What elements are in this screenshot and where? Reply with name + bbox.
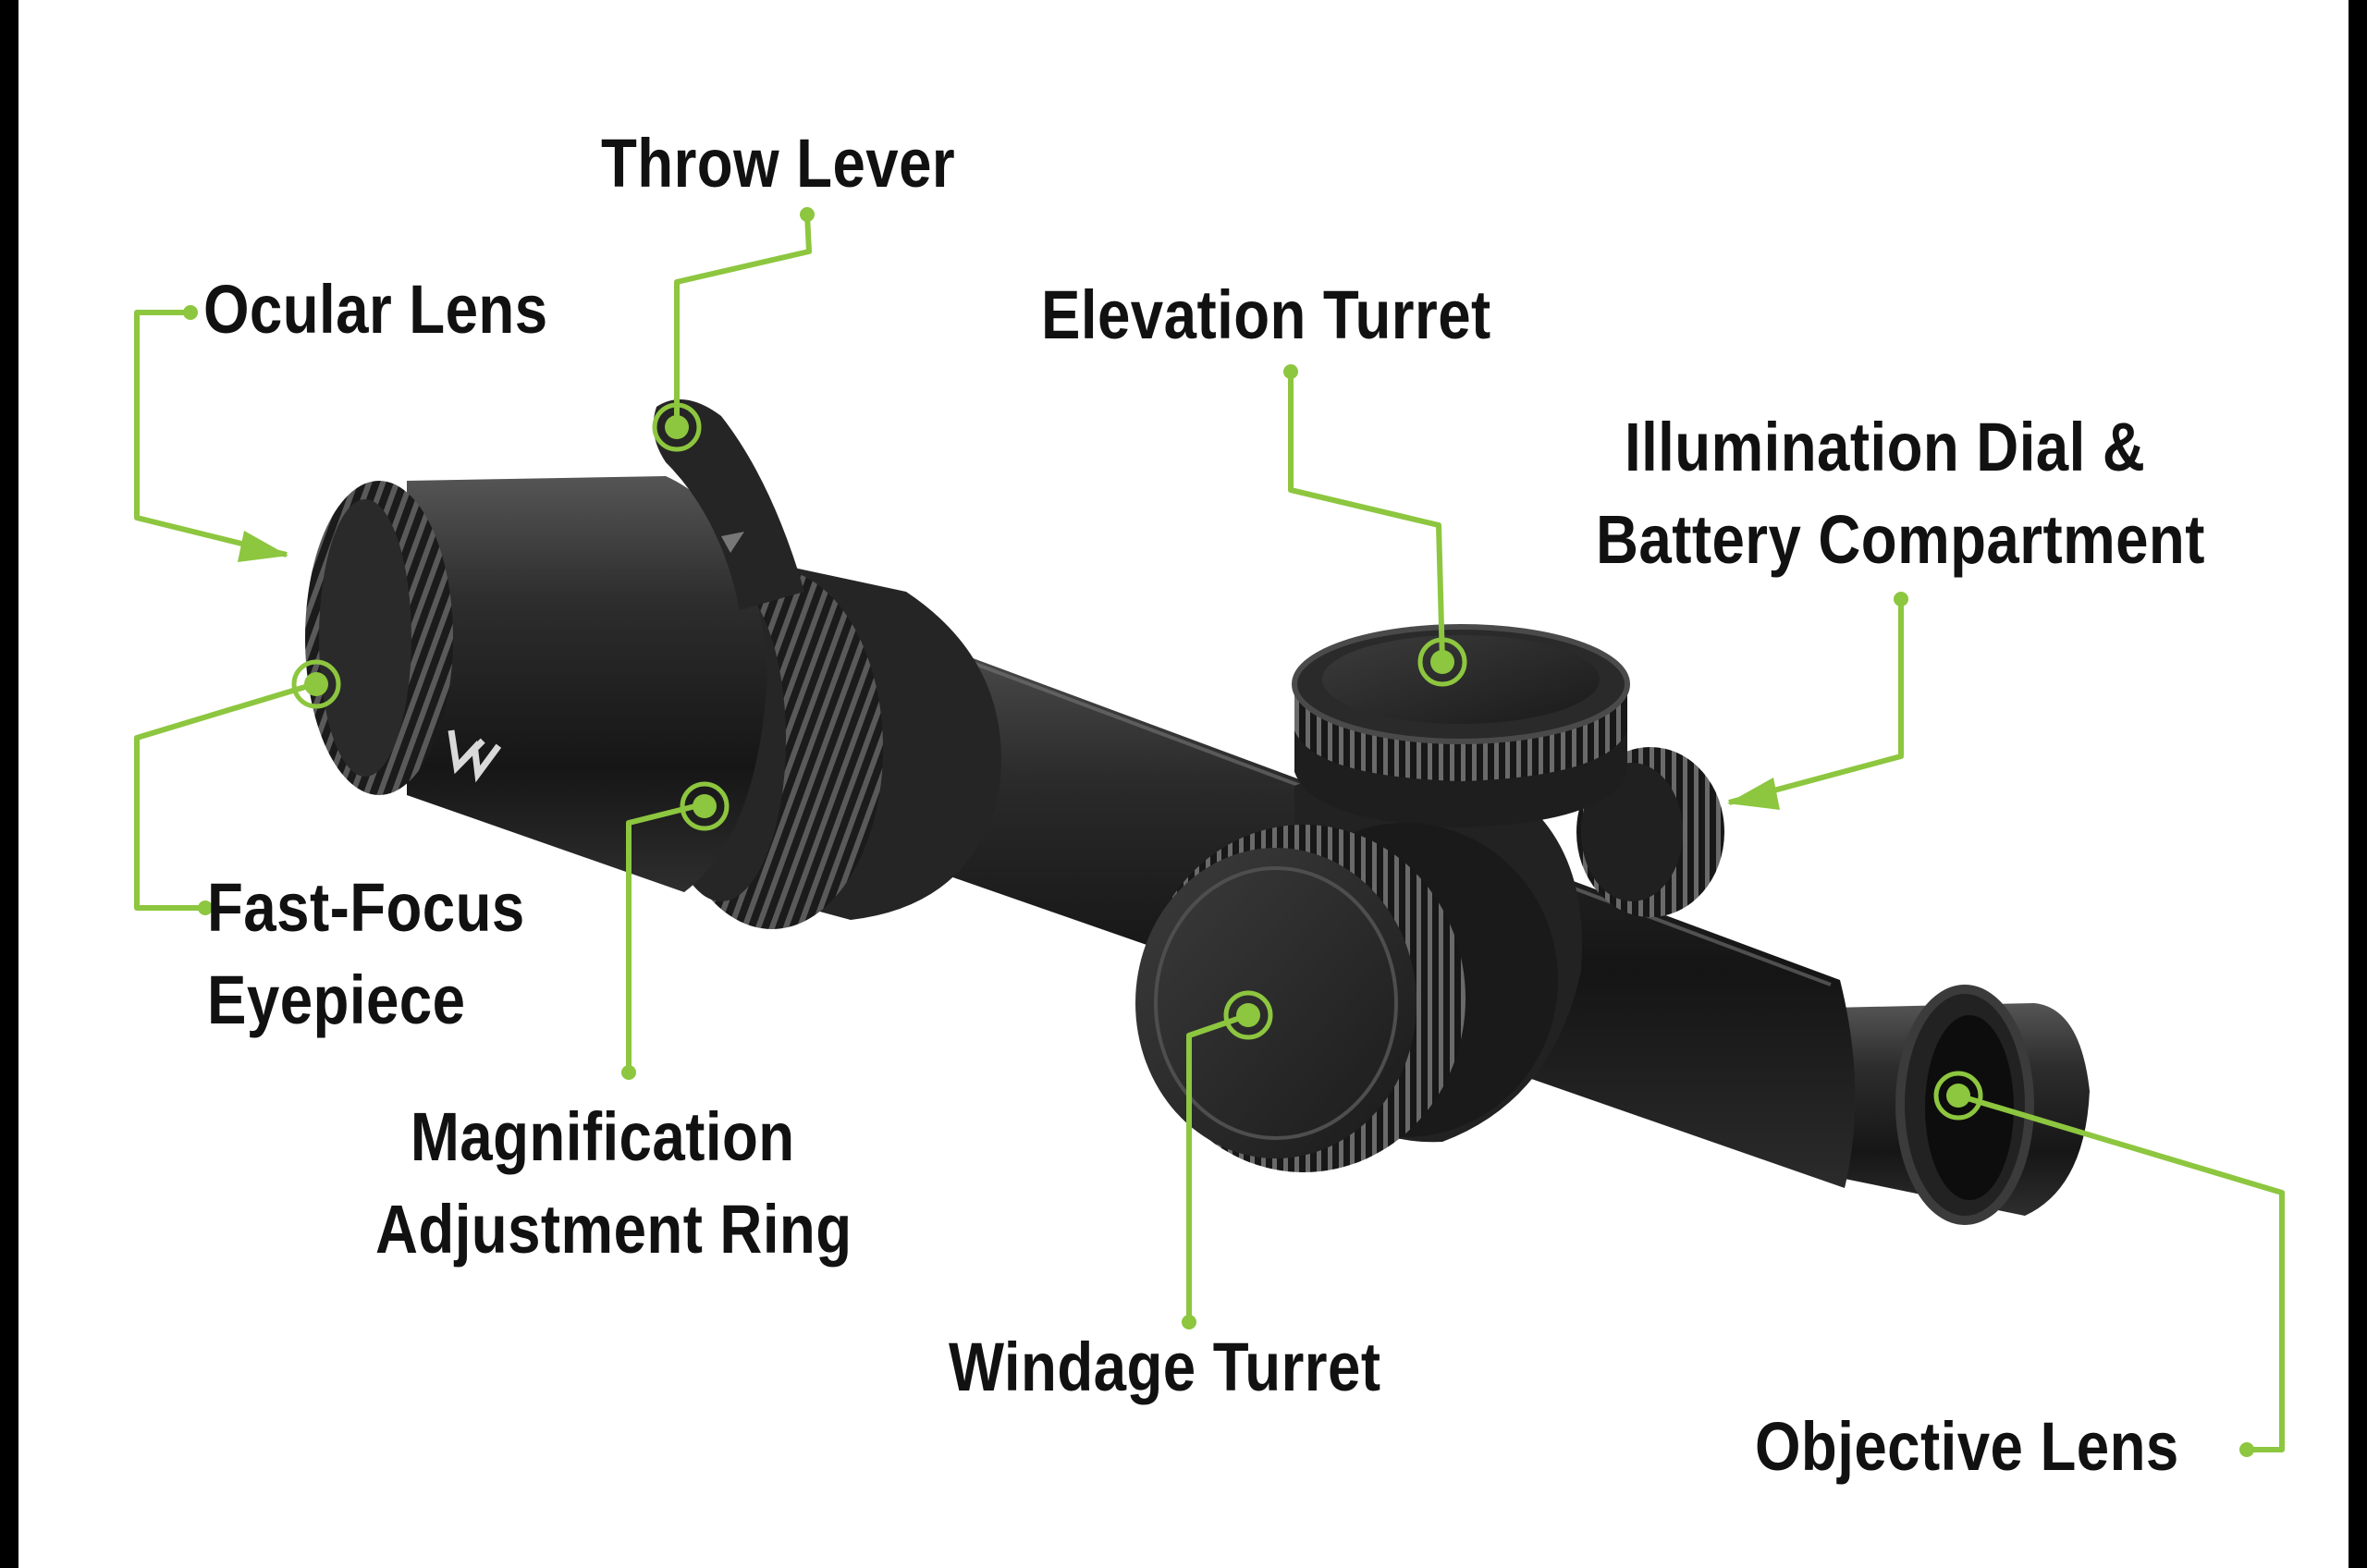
magnification-text-line2: Adjustment Ring — [375, 1183, 852, 1276]
magnification-ring-end-dot — [621, 1065, 636, 1080]
elevation-turret-leader — [1291, 372, 1442, 662]
objective-lens-label: Objective Lens — [1755, 1402, 2179, 1492]
windage-turret — [1135, 823, 1558, 1172]
fast-focus-eyepiece-label: Fast-Focus Eyepiece — [207, 862, 525, 1047]
throw-lever-leader — [677, 214, 809, 427]
throw-lever-text: Throw Lever — [601, 118, 955, 209]
magnification-ring-label: Magnification Adjustment Ring — [375, 1091, 852, 1276]
objective-lens-text: Objective Lens — [1755, 1402, 2179, 1492]
fast-focus-text-line2: Eyepiece — [207, 954, 525, 1047]
objective-lens-end-dot — [2239, 1442, 2254, 1457]
diagram-canvas: Throw Lever Ocular Lens Elevation Turret… — [18, 0, 2349, 1568]
windage-turret-text: Windage Turret — [949, 1322, 1380, 1413]
illumination-dial-end-dot — [1894, 592, 1908, 606]
throw-lever-end-dot — [800, 207, 815, 222]
illumination-dial-leader — [1729, 599, 1901, 802]
magnification-text-line1: Magnification — [375, 1091, 852, 1183]
ocular-lens-arrowhead — [238, 531, 288, 562]
illumination-dial-text-line1: Illumination Dial & — [1596, 401, 2205, 494]
windage-turret-label: Windage Turret — [949, 1322, 1380, 1413]
throw-lever-label: Throw Lever — [601, 118, 955, 209]
elevation-turret-end-dot — [1283, 364, 1298, 379]
ocular-lens-end-dot — [183, 305, 198, 320]
illumination-dial-text-line2: Battery Compartment — [1596, 494, 2205, 586]
ocular-lens-label: Ocular Lens — [203, 264, 548, 355]
illumination-dial-label: Illumination Dial & Battery Compartment — [1596, 401, 2205, 586]
illumination-dial-arrowhead — [1727, 778, 1780, 810]
ocular-lens-text: Ocular Lens — [203, 264, 548, 355]
elevation-turret — [1294, 627, 1627, 827]
fast-focus-text-line1: Fast-Focus — [207, 862, 525, 954]
elevation-turret-text: Elevation Turret — [1041, 270, 1491, 361]
elevation-turret-label: Elevation Turret — [1041, 270, 1491, 361]
